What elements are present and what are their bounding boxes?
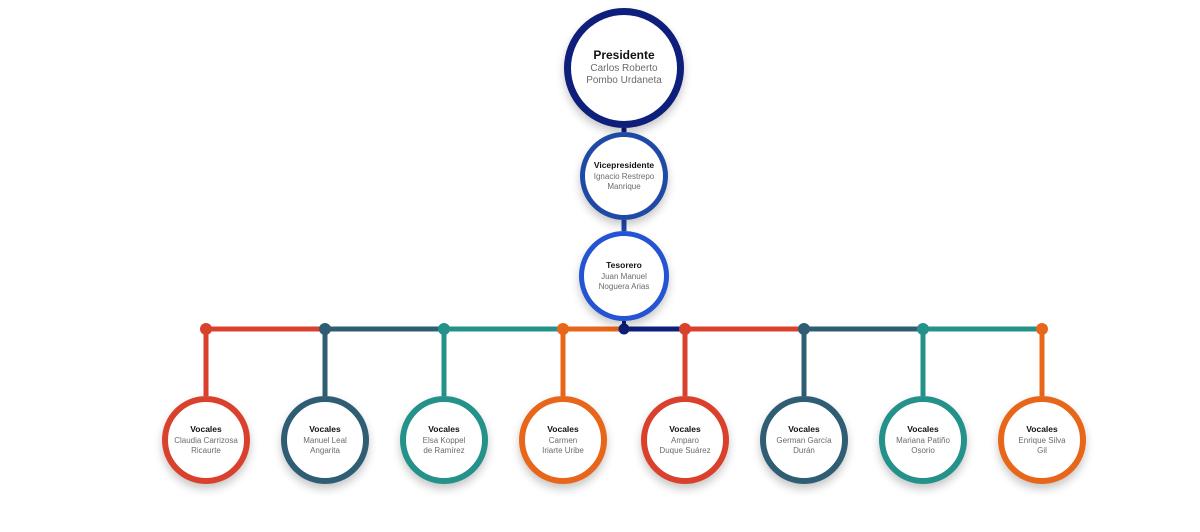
vocal-name: Amparo Duque Suárez (659, 436, 711, 456)
vocal-name: Mariana Patiño Osorio (896, 436, 950, 456)
junction-dot (917, 323, 929, 335)
president-role: Presidente (593, 48, 655, 63)
junction-dot (319, 323, 331, 335)
vicepresident-role: Vicepresidente (593, 159, 655, 170)
vocal-node: Vocales Manuel Leal Angarita (281, 396, 369, 484)
vocal-name: German García Durán (776, 436, 832, 456)
junction-dot (438, 323, 450, 335)
vocal-node: Vocales German García Durán (760, 396, 848, 484)
junction-dot (679, 323, 691, 335)
president-name: Carlos Roberto Pombo Urdaneta (586, 62, 662, 87)
junction-dot (200, 323, 212, 335)
vocal-node: Vocales Elsa Koppel de Ramírez (400, 396, 488, 484)
vocal-role: Vocales (1026, 423, 1058, 434)
junction-dot (557, 323, 569, 335)
vocal-role: Vocales (669, 423, 701, 434)
vocal-role: Vocales (788, 423, 820, 434)
vocal-role: Vocales (190, 423, 222, 434)
vocal-name: Enrique Silva Gil (1018, 436, 1066, 456)
vocal-node: Vocales Carmen Iriarte Uribe (519, 396, 607, 484)
vocal-node: Vocales Amparo Duque Suárez (641, 396, 729, 484)
vocal-role: Vocales (547, 423, 579, 434)
president-node: Presidente Carlos Roberto Pombo Urdaneta (564, 8, 684, 128)
vicepresident-name: Ignacio Restrepo Manrique (593, 172, 655, 192)
junction-dot (1036, 323, 1048, 335)
junction-dot (798, 323, 810, 335)
vocal-name: Manuel Leal Angarita (303, 436, 347, 456)
vocal-role: Vocales (428, 423, 460, 434)
vocal-role: Vocales (309, 423, 341, 434)
hub-dot (618, 323, 630, 335)
vocal-name: Carmen Iriarte Uribe (542, 436, 584, 456)
vocal-node: Vocales Mariana Patiño Osorio (879, 396, 967, 484)
treasurer-role: Tesorero (606, 259, 642, 270)
vicepresident-node: Vicepresidente Ignacio Restrepo Manrique (580, 132, 668, 220)
treasurer-node: Tesorero Juan Manuel Noguera Arias (579, 231, 669, 321)
vocal-name: Claudia Carrizosa Ricaurte (174, 436, 238, 456)
vocal-node: Vocales Enrique Silva Gil (998, 396, 1086, 484)
vocal-role: Vocales (907, 423, 939, 434)
vocal-name: Elsa Koppel de Ramírez (422, 436, 466, 456)
vocal-node: Vocales Claudia Carrizosa Ricaurte (162, 396, 250, 484)
treasurer-name: Juan Manuel Noguera Arias (598, 272, 650, 292)
